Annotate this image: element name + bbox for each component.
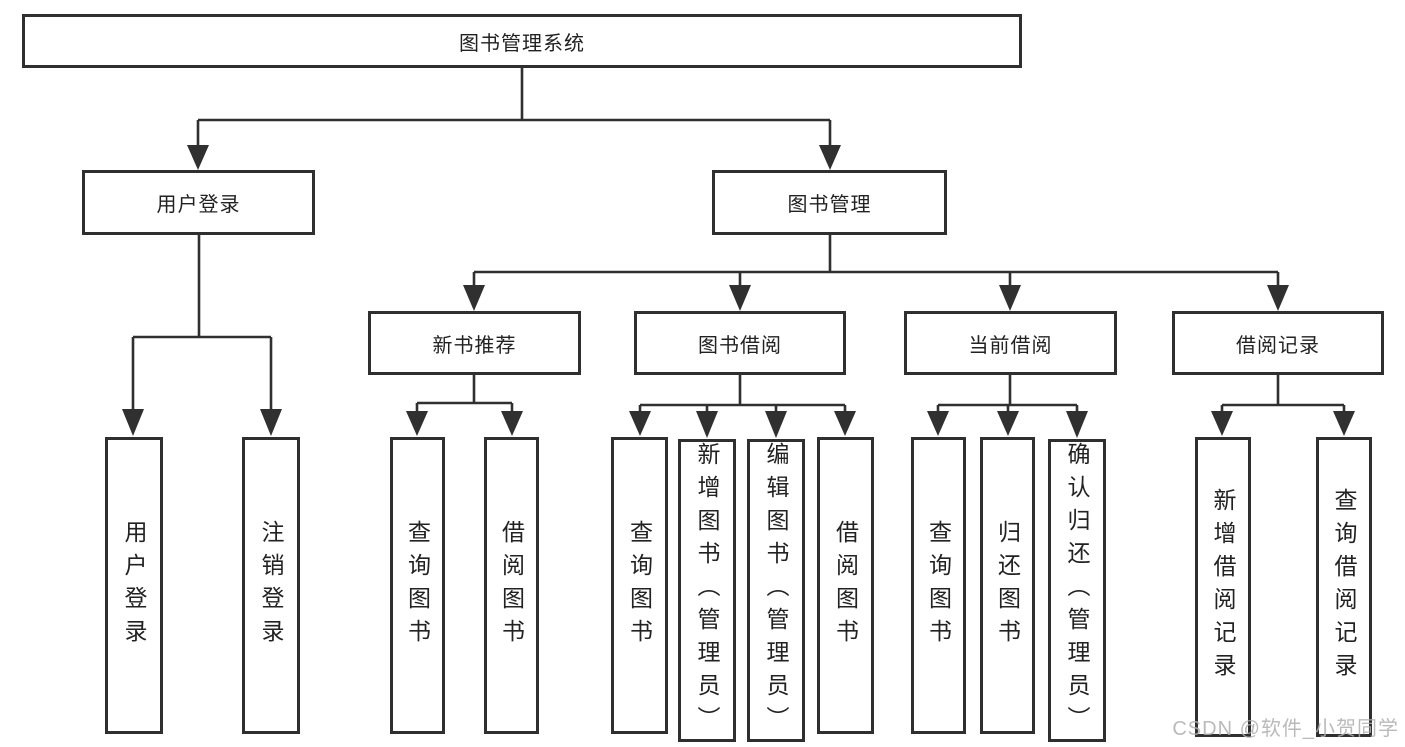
arrow-down-icon: [696, 411, 718, 438]
arrow-down-icon: [463, 285, 485, 311]
arrow-down-icon: [729, 285, 751, 311]
arrow-down-icon: [1211, 411, 1233, 436]
node-borrow-records-label: 借阅记录: [1236, 334, 1320, 357]
leaf-logout: 注销登录: [242, 437, 300, 734]
arrow-down-icon: [997, 411, 1019, 436]
leaf-borrow-edit-admin-label: 编辑图书（管理员）: [763, 442, 789, 739]
leaf-borrow-add-admin-label: 新增图书（管理员）: [694, 442, 720, 739]
leaf-records-query: 查询借阅记录: [1316, 437, 1372, 737]
node-current-borrow-label: 当前借阅: [968, 334, 1053, 357]
leaf-user-login: 用户登录: [105, 437, 163, 734]
leaf-current-confirm-admin-label: 确认归还（管理员）: [1064, 442, 1090, 739]
arrow-down-icon: [501, 411, 523, 436]
leaf-logout-label: 注销登录: [258, 519, 284, 652]
leaf-borrow-edit-admin: 编辑图书（管理员）: [747, 439, 805, 742]
leaf-user-login-label: 用户登录: [121, 519, 147, 652]
connector-root-to-level2: [196, 68, 832, 147]
connector-records-to-leaves: [1220, 375, 1346, 412]
leaf-borrow-add-admin: 新增图书（管理员）: [678, 439, 736, 742]
leaf-newbook-query: 查询图书: [390, 437, 445, 734]
node-root: 图书管理系统: [22, 14, 1022, 68]
connector-currentborrow-to-leaves: [936, 375, 1079, 412]
leaf-borrow-borrow-label: 借阅图书: [832, 519, 859, 652]
leaf-current-query-label: 查询图书: [925, 519, 952, 652]
leaf-borrow-borrow: 借阅图书: [817, 437, 874, 734]
connector-userlogin-to-leaves: [131, 235, 273, 410]
node-book-borrow-label: 图书借阅: [698, 334, 782, 357]
connector-newbook-to-leaves: [415, 375, 514, 412]
node-new-book-recommend: 新书推荐: [368, 311, 581, 375]
arrow-down-icon: [1333, 411, 1355, 436]
leaf-borrow-query: 查询图书: [611, 437, 668, 734]
node-user-login: 用户登录: [82, 170, 315, 235]
arrow-down-icon: [834, 411, 856, 436]
leaf-records-add-label: 新增借阅记录: [1210, 488, 1236, 686]
leaf-borrow-query-label: 查询图书: [626, 519, 653, 652]
node-user-login-label: 用户登录: [156, 194, 241, 216]
leaf-newbook-borrow: 借阅图书: [484, 437, 539, 734]
arrowheads: [122, 145, 1355, 438]
node-root-label: 图书管理系统: [459, 32, 585, 55]
arrow-down-icon: [927, 411, 949, 436]
leaf-records-add: 新增借阅记录: [1195, 437, 1251, 737]
leaf-current-return: 归还图书: [980, 437, 1035, 734]
arrow-down-icon: [999, 285, 1021, 311]
leaf-newbook-query-label: 查询图书: [404, 519, 431, 652]
node-current-borrow: 当前借阅: [904, 311, 1117, 375]
node-book-management: 图书管理: [712, 170, 947, 235]
node-new-book-recommend-label: 新书推荐: [432, 334, 517, 357]
arrow-down-icon: [1267, 285, 1289, 311]
leaf-records-query-label: 查询借阅记录: [1331, 488, 1357, 686]
connector-bookmgmt-to-level3: [472, 235, 1280, 287]
arrow-down-icon: [187, 145, 209, 170]
arrow-down-icon: [260, 409, 282, 436]
arrow-down-icon: [629, 411, 651, 436]
node-book-borrow: 图书借阅: [634, 311, 846, 375]
arrow-down-icon: [406, 411, 428, 436]
node-borrow-records: 借阅记录: [1172, 311, 1384, 375]
leaf-current-return-label: 归还图书: [994, 519, 1021, 652]
leaf-current-query: 查询图书: [911, 437, 966, 734]
csdn-watermark: CSDN @软件_小贺同学: [1172, 718, 1399, 740]
connector-bookborrow-to-leaves: [638, 375, 847, 412]
arrow-down-icon: [1066, 411, 1088, 438]
leaf-newbook-borrow-label: 借阅图书: [498, 519, 525, 652]
node-book-management-label: 图书管理: [787, 194, 872, 216]
arrow-down-icon: [819, 145, 841, 170]
arrow-down-icon: [122, 409, 144, 436]
arrow-down-icon: [765, 411, 787, 438]
leaf-current-confirm-admin: 确认归还（管理员）: [1048, 439, 1106, 742]
